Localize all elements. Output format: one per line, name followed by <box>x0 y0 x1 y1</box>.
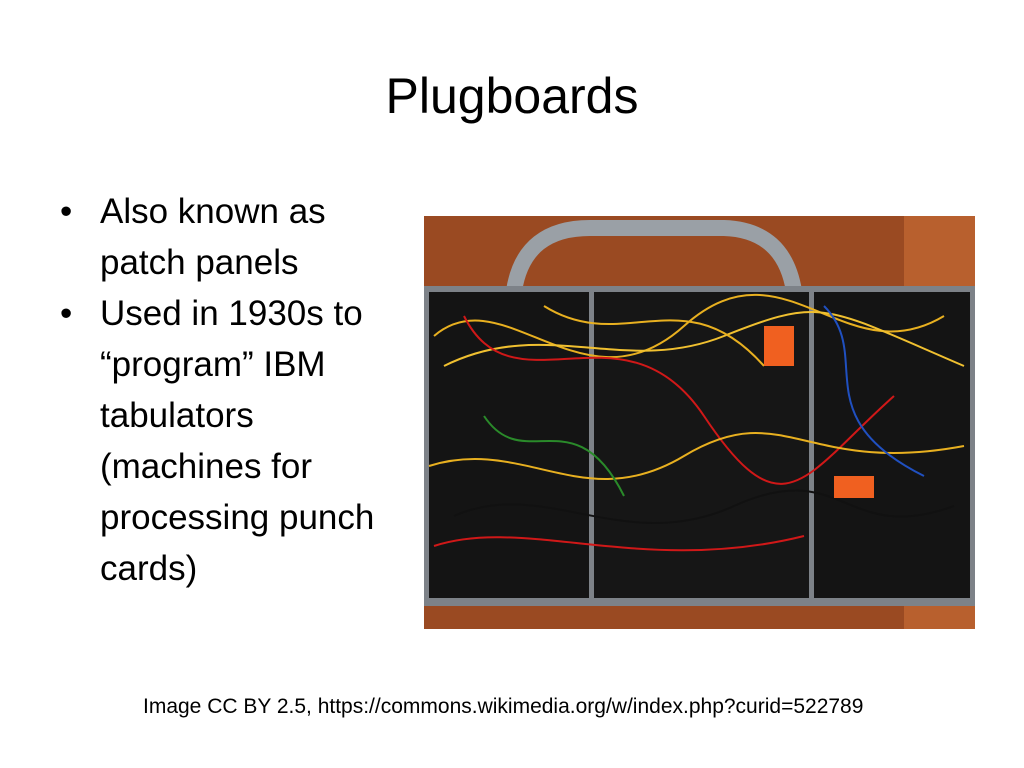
slide-title: Plugboards <box>385 68 639 124</box>
bullet-list: Also known as patch panels Used in 1930s… <box>58 186 378 594</box>
bullet-item: Used in 1930s to “program” IBM tabulator… <box>58 288 378 594</box>
plugboard-photo <box>424 216 975 629</box>
bullet-item: Also known as patch panels <box>58 186 378 288</box>
image-credit: Image CC BY 2.5, https://commons.wikimed… <box>143 695 864 718</box>
